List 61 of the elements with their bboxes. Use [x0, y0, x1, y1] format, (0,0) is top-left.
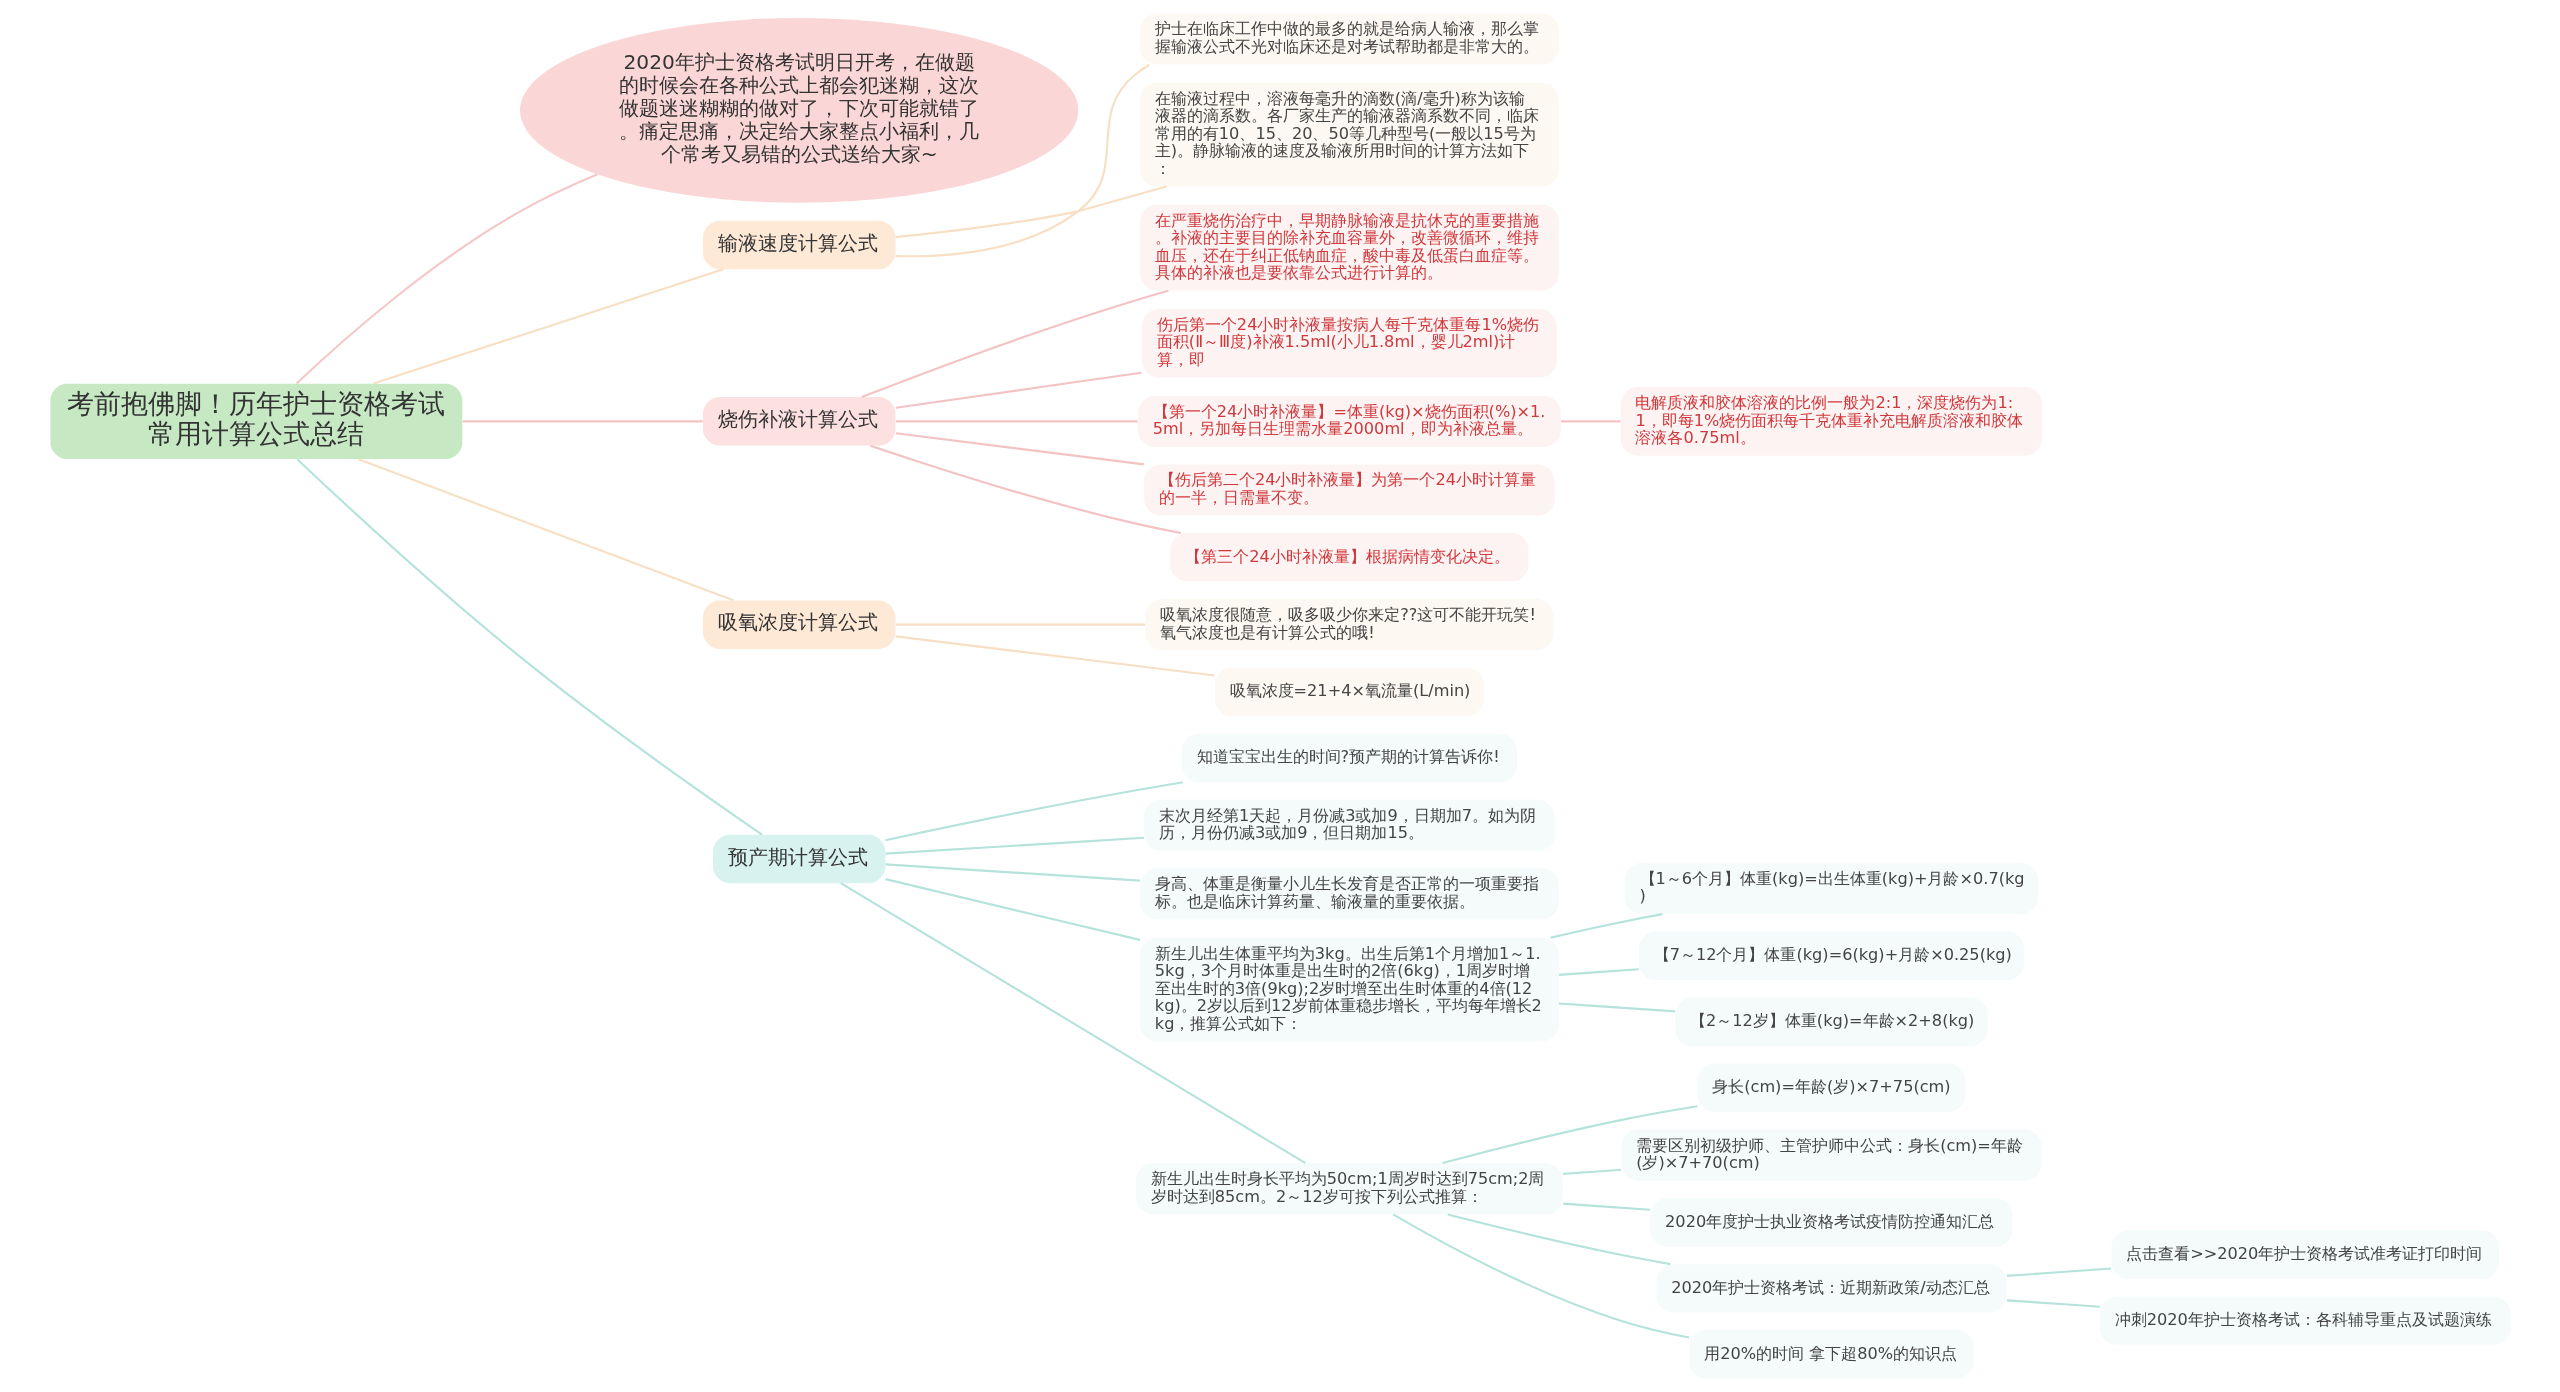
node-ellipse: 2020年护士资格考试明日开考，在做题的时候会在各种公式上都会犯迷糊，这次做题迷迷糊糊的做对了，下次可能就错了。痛定思痛，决定给大家整点小福利，几个常考又易错的公式送给大家~ — [519, 17, 1078, 203]
node-box: 知道宝宝出生的时间?预产期的计算告诉你! — [1181, 733, 1517, 783]
connector — [895, 420, 1137, 423]
node-box: 新生儿出生时身长平均为50cm;1周岁时达到75cm;2周岁时达到85cm。2～12岁可按下列公式推算： — [1135, 1163, 1563, 1215]
node-box: 烧伤补液计算公式 — [702, 397, 895, 446]
connector — [884, 836, 1144, 855]
node-box: 2020年护士资格考试：近期新政策/动态汇总 — [1655, 1264, 2006, 1313]
node-box: 电解质液和胶体溶液的比例一般为2:1，深度烧伤为1:1，即每1%烧伤面积每千克体重补充电解质溶液和胶体溶液各0.75ml。 — [1620, 387, 2042, 456]
connector — [895, 623, 1145, 626]
connector — [884, 863, 1140, 882]
connector — [2006, 1299, 2100, 1308]
connector — [1562, 1202, 1650, 1211]
connector — [895, 371, 1142, 409]
connector — [372, 268, 724, 385]
node-box: 护士在临床工作中做的最多的就是给病人输液，那么掌握输液公式不光对临床还是对考试帮助都是非常大的。 — [1139, 13, 1559, 65]
connector — [462, 420, 703, 423]
node-box: 身长(cm)=年龄(岁)×7+75(cm) — [1696, 1063, 1965, 1112]
connector — [895, 635, 1214, 677]
connector — [894, 185, 1167, 239]
connector — [884, 878, 1140, 941]
node-box: 【伤后第二个24小时补液量】为第一个24小时计算量的一半，日需量不变。 — [1143, 464, 1555, 516]
node-box: 输液速度计算公式 — [702, 220, 895, 270]
node-box: 【1～6个月】体重(kg)=出生体重(kg)+月龄×0.7(kg) — [1624, 862, 2038, 915]
node-box: 吸氧浓度很随意，吸多吸少你来定??这可不能开玩笑!氧气浓度也是有计算公式的哦! — [1144, 599, 1553, 651]
connector — [1558, 1002, 1675, 1013]
connector — [296, 458, 763, 836]
connector — [860, 289, 1169, 399]
connector — [1562, 1168, 1621, 1175]
node-box: 【第三个24小时补液量】根据病情变化决定。 — [1169, 533, 1528, 582]
node-box: 【7～12个月】体重(kg)=6(kg)+月龄×0.25(kg) — [1638, 931, 2024, 981]
node-box: 新生儿出生体重平均为3kg。出生后第1个月增加1～1.5kg，3个月时体重是出生时的2倍(6kg)，1周岁时增至出生时的3倍(9kg);2岁时增至出生时体重的4倍(12kg)。2岁以后到12岁前体重稳步增长，平均每年增长2kg，推算公式如下： — [1139, 937, 1559, 1042]
node-box: 2020年度护士执业资格考试疫情防控通知汇总 — [1649, 1198, 2012, 1247]
connector — [839, 882, 1306, 1165]
node-box: 考前抱佛脚！历年护士资格考试常用计算公式总结 — [49, 383, 462, 460]
connector — [869, 444, 1181, 535]
connector — [357, 458, 734, 602]
node-box: 点击查看>>2020年护士资格考试准考证打印时间 — [2110, 1230, 2499, 1279]
node-box: 用20%的时间 拿下超80%的知识点 — [1688, 1330, 1973, 1379]
node-box: 在严重烧伤治疗中，早期静脉输液是抗休克的重要措施。补液的主要目的除补充血容量外，改善微循环，维持血压，还在于纠正低钠血症，酸中毒及低蛋白血症等。具体的补液也是要依靠公式进行计算的。 — [1139, 204, 1559, 291]
node-box: 在输液过程中，溶液每毫升的滴数(滴/毫升)称为该输液器的滴系数。各厂家生产的输液器滴系数不同，临床常用的有10、15、20、50等几种型号(一般以15号为主)。静脉输液的速度及输液所用时间的计算方法如下： — [1139, 82, 1559, 187]
connector — [2006, 1267, 2111, 1278]
node-box: 冲刺2020年护士资格考试：各科辅导重点及试题演练 — [2099, 1296, 2511, 1345]
node-box: 吸氧浓度=21+4×氧流量(L/min) — [1214, 667, 1484, 717]
node-box: 伤后第一个24小时补液量按病人每千克体重每1%烧伤面积(Ⅱ～Ⅲ度)补液1.5ml(小儿1.8ml，婴儿2ml)计算，即 — [1141, 308, 1557, 378]
connector — [1441, 1105, 1698, 1165]
connector — [884, 781, 1183, 842]
connector — [1558, 968, 1639, 976]
connector — [295, 173, 598, 385]
node-box: 【2～12岁】体重(kg)=年龄×2+8(kg) — [1674, 997, 1988, 1047]
connector — [895, 63, 1150, 258]
node-box: 末次月经第1天起，月份减3或加9，日期加7。如为阴历，月份仍减3或加9，但日期加15。 — [1143, 799, 1555, 851]
connector — [1550, 913, 1663, 939]
connector — [1392, 1213, 1689, 1339]
node-box: 吸氧浓度计算公式 — [702, 600, 895, 649]
connector — [895, 432, 1144, 466]
node-box: 【第一个24小时补液量】=体重(kg)×烧伤面积(%)×1.5ml，另加每日生理需水量2000ml，即为补液总量。 — [1137, 395, 1561, 447]
connector — [1447, 1213, 1671, 1266]
node-box: 预产期计算公式 — [712, 834, 885, 884]
node-box: 身高、体重是衡量小儿生长发育是否正常的一项重要指标。也是临床计算药量、输液量的重要依据。 — [1139, 868, 1559, 920]
connector — [1560, 420, 1620, 423]
node-box: 需要区别初级护师、主管护师中公式：身长(cm)=年龄(岁)×7+70(cm) — [1620, 1129, 2041, 1181]
